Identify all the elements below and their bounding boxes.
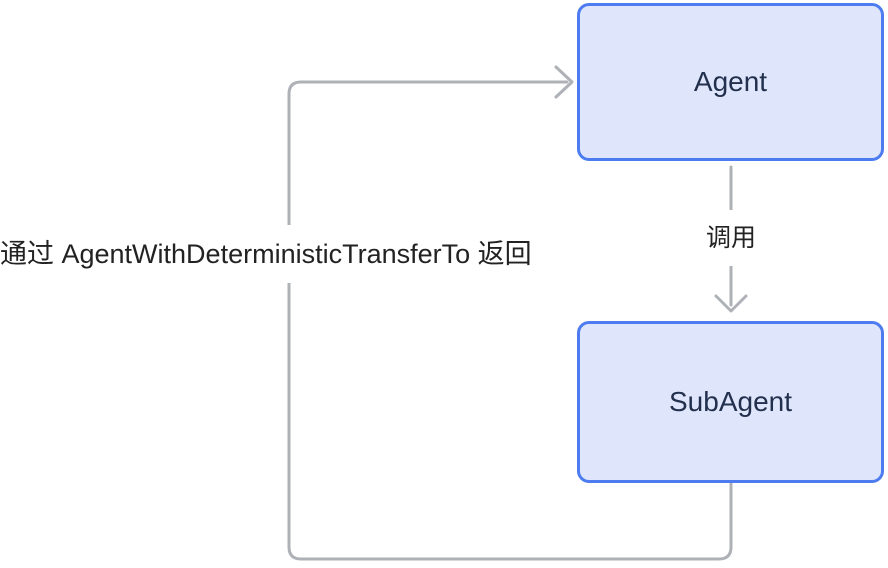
edge-label-return: 通过 AgentWithDeterministicTransferTo 返回 bbox=[0, 225, 540, 283]
return-edge-line bbox=[287, 80, 733, 561]
node-agent: Agent bbox=[577, 3, 884, 161]
node-agent-label: Agent bbox=[693, 66, 768, 97]
node-subagent: SubAgent bbox=[577, 321, 884, 483]
node-subagent-label: SubAgent bbox=[669, 386, 792, 417]
edge-label-call: 调用 bbox=[693, 210, 769, 266]
arrow-right-icon bbox=[554, 65, 574, 99]
arrow-down-icon bbox=[714, 294, 748, 313]
